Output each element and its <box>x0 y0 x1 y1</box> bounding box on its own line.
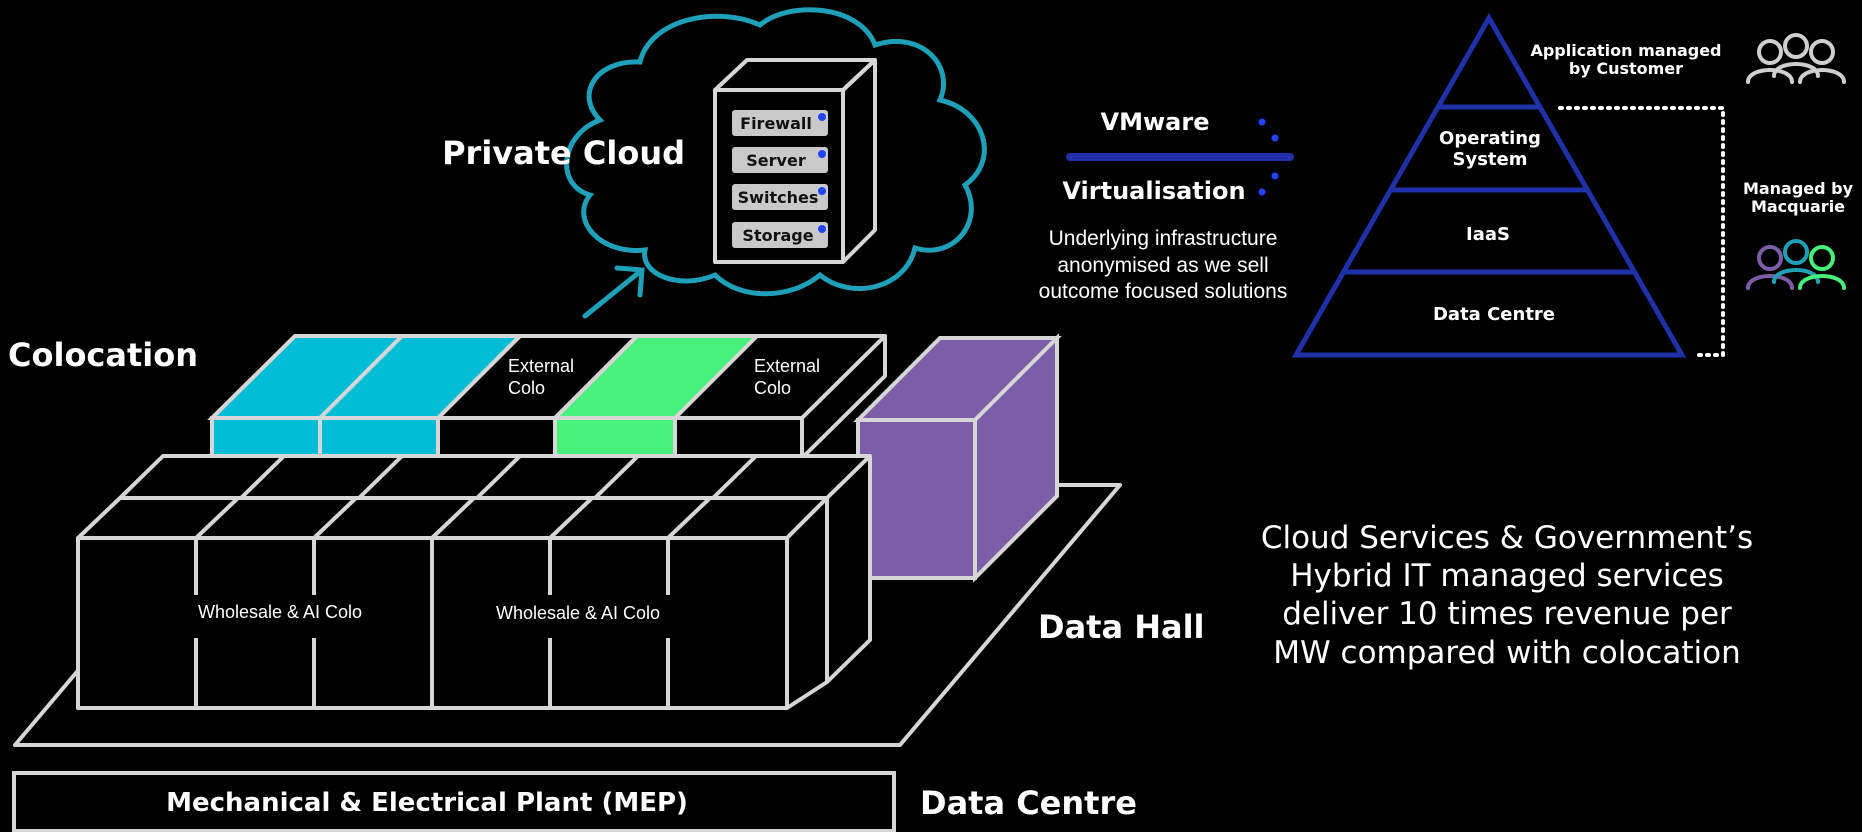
vmware-label: VMware <box>1101 108 1210 136</box>
rack-item-server: Server <box>732 147 828 173</box>
mep-label: Mechanical & Electrical Plant (MEP) <box>166 788 688 818</box>
data-hall-label: Data Hall <box>1038 608 1205 646</box>
external-colo-1-line1: External <box>508 356 574 376</box>
infra-note-line2: anonymised as we sell <box>1057 254 1268 277</box>
rack-item-storage: Storage <box>732 222 828 248</box>
mep-bar <box>12 771 896 832</box>
pyramid-layer-iaas: IaaS <box>1466 224 1510 245</box>
wholesale-block: Wholesale & AI Colo Wholesale & AI Colo <box>76 454 872 710</box>
external-colo-2-line1: External <box>754 356 820 376</box>
managed-by-line2: Macquarie <box>1751 197 1845 216</box>
private-cloud-group: Private Cloud Firewall Server S <box>442 7 987 319</box>
app-managed-line2: by Customer <box>1569 59 1683 78</box>
rack-item-firewall: Firewall <box>732 110 828 136</box>
wholesale-label-left: Wholesale & AI Colo <box>198 602 362 622</box>
app-managed-line1: Application managed <box>1530 41 1721 60</box>
rack-item-switches: Switches <box>732 184 828 210</box>
svg-text:Firewall: Firewall <box>740 114 812 133</box>
external-colo-2-line2: Colo <box>754 378 791 398</box>
pyramid-layer-datacentre: Data Centre <box>1433 304 1555 325</box>
virtualisation-group: VMware Virtualisation Underlying infrast… <box>1039 108 1294 303</box>
managed-bracket <box>1558 106 1725 357</box>
service-pyramid: Operating System IaaS Data Centre <box>1291 12 1725 358</box>
people-group-colored-icon <box>1746 239 1846 290</box>
virtualisation-label: Virtualisation <box>1062 177 1245 205</box>
coloc-front-green <box>553 416 677 460</box>
svg-text:Storage: Storage <box>742 226 813 245</box>
pyramid-layer-os-line2: System <box>1453 149 1528 170</box>
headline-line3: deliver 10 times revenue per <box>1282 596 1732 632</box>
infra-note-line3: outcome focused solutions <box>1039 280 1288 303</box>
external-colo-1-line2: Colo <box>508 378 545 398</box>
headline: Cloud Services & Government’s Hybrid IT … <box>1261 520 1753 671</box>
coloc-front-cyan-1 <box>210 416 322 460</box>
wholesale-label-right: Wholesale & AI Colo <box>496 603 660 623</box>
headline-line1: Cloud Services & Government’s <box>1261 520 1753 556</box>
headline-line2: Hybrid IT managed services <box>1290 558 1723 594</box>
dots-decoration <box>1258 118 1279 196</box>
headline-line4: MW compared with colocation <box>1273 635 1740 671</box>
people-group-icon <box>1746 33 1846 84</box>
svg-text:Server: Server <box>746 151 806 170</box>
private-cloud-label: Private Cloud <box>442 134 685 172</box>
arrow-up-right-icon <box>582 265 645 319</box>
colocation-label: Colocation <box>8 336 198 374</box>
coloc-front-cyan-2 <box>318 416 440 460</box>
infra-note-line1: Underlying infrastructure <box>1049 227 1278 250</box>
pyramid-layer-os-line1: Operating <box>1439 128 1541 149</box>
managed-by-line1: Managed by <box>1743 179 1854 198</box>
data-centre-label: Data Centre <box>920 784 1137 822</box>
svg-text:Switches: Switches <box>738 188 819 207</box>
server-rack-icon: Firewall Server Switches Storage <box>713 58 877 264</box>
cloud-icon <box>564 7 987 297</box>
colocation-row: External Colo External Colo <box>207 334 887 460</box>
